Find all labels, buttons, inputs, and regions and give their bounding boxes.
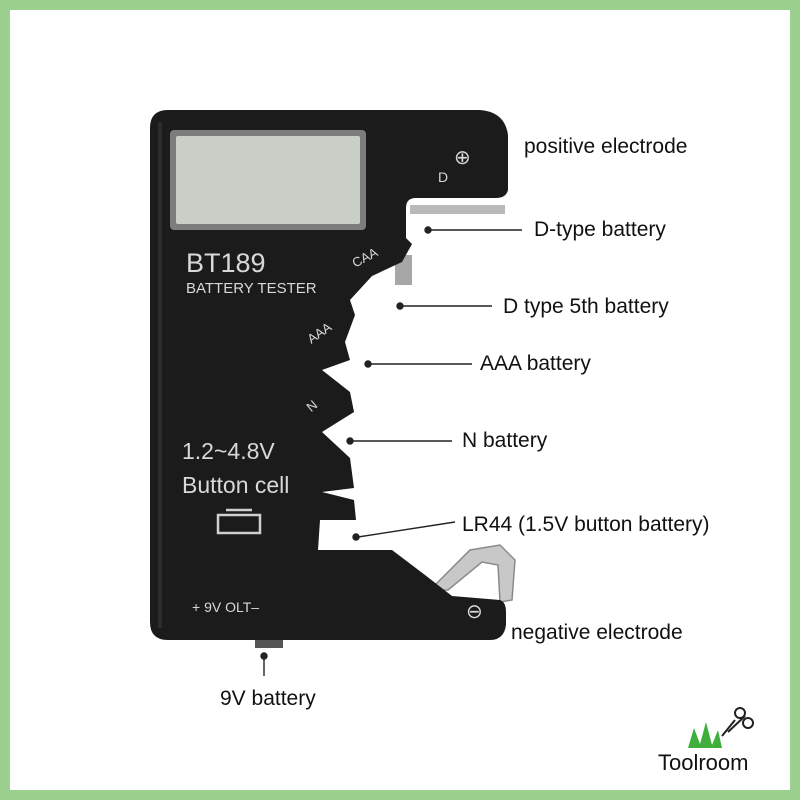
callout-nine-volt: 9V battery xyxy=(220,687,316,710)
voltage-range: 1.2~4.8V xyxy=(182,438,275,464)
model-label: BT189 xyxy=(186,248,266,278)
toolroom-logo-icon xyxy=(688,707,754,748)
callout-n: N battery xyxy=(462,429,548,452)
negative-symbol: ⊖ xyxy=(466,601,483,623)
leader-lines xyxy=(260,226,522,676)
callout-negative-electrode: negative electrode xyxy=(511,621,683,644)
callout-positive-electrode: positive electrode xyxy=(524,135,688,158)
lcd-screen xyxy=(176,136,360,224)
callout-d-type: D-type battery xyxy=(534,218,666,241)
callout-d-5th: D type 5th battery xyxy=(503,295,669,318)
tester-body xyxy=(150,110,508,640)
toolroom-logo-text: Toolroom xyxy=(658,750,749,775)
callout-aaa: AAA battery xyxy=(480,352,591,375)
tester-subtitle: BATTERY TESTER xyxy=(186,280,317,297)
nine-volt-contact xyxy=(255,640,283,648)
lr44-spring-contact xyxy=(428,544,516,603)
positive-symbol: ⊕ xyxy=(454,147,471,169)
d-contact xyxy=(410,205,505,214)
button-cell-label: Button cell xyxy=(182,472,290,498)
button-cell-icon xyxy=(216,513,262,535)
nine-volt-label: + 9V OLT– xyxy=(192,599,260,615)
callout-lr44: LR44 (1.5V button battery) xyxy=(462,513,710,536)
d-slot-label: D xyxy=(438,169,449,185)
